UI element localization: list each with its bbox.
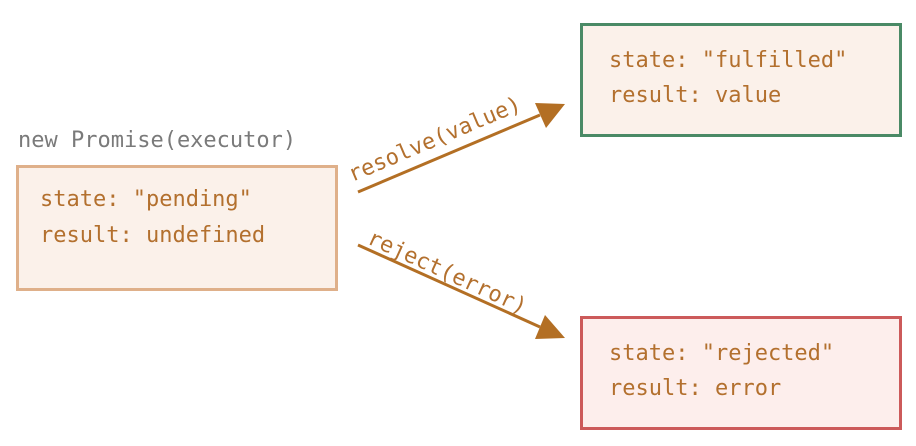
reject-arrowhead-icon <box>535 315 565 339</box>
constructor-caption: new Promise(executor) <box>18 128 297 153</box>
fulfilled-result-line: result: value <box>609 83 782 108</box>
fulfilled-state-box: state: "fulfilled" result: value <box>580 23 902 137</box>
resolve-arrowhead-icon <box>535 103 565 128</box>
rejected-state-box: state: "rejected" result: error <box>580 316 902 430</box>
pending-result-line: result: undefined <box>40 223 266 248</box>
resolve-arrow-line <box>357 113 541 194</box>
resolve-arrow-label: resolve(value) <box>345 92 525 187</box>
reject-arrow-line <box>357 243 541 329</box>
fulfilled-state-line: state: "fulfilled" <box>609 48 848 73</box>
reject-arrow-label: reject(error) <box>364 226 531 320</box>
pending-state-box: state: "pending" result: undefined <box>16 165 338 291</box>
pending-state-line: state: "pending" <box>40 187 252 212</box>
rejected-state-line: state: "rejected" <box>609 341 835 366</box>
rejected-result-line: result: error <box>609 376 782 401</box>
